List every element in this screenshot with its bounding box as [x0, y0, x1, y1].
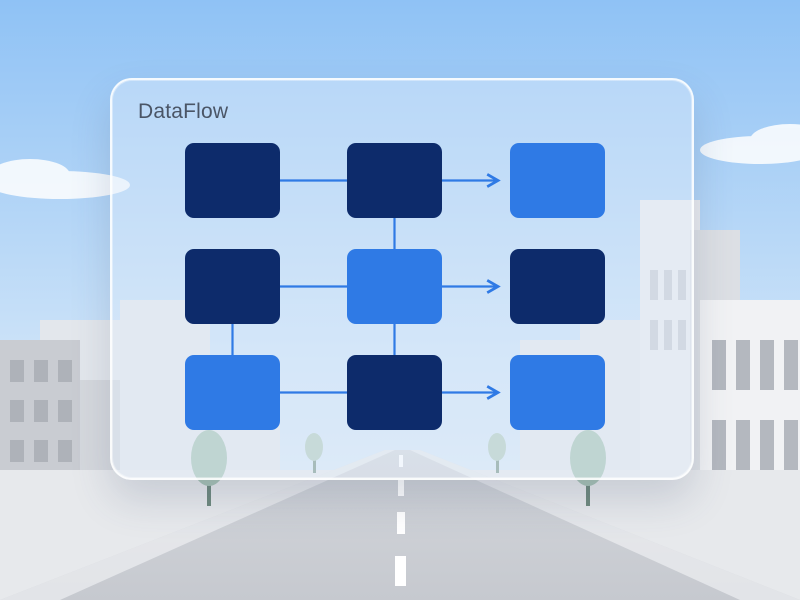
trees — [191, 430, 606, 506]
node-r3c2[interactable] — [347, 355, 442, 430]
node-r3c1[interactable] — [185, 355, 280, 430]
node-r2c1[interactable] — [185, 249, 280, 324]
road-lane-markings — [395, 455, 406, 586]
connectors — [231, 173, 501, 400]
node-r2c2[interactable] — [347, 249, 442, 324]
node-r1c1[interactable] — [185, 143, 280, 218]
node-r3c3[interactable] — [510, 355, 605, 430]
node-r1c3[interactable] — [510, 143, 605, 218]
app-title: DataFlow — [138, 100, 229, 123]
node-r2c3[interactable] — [510, 249, 605, 324]
clouds — [0, 124, 800, 199]
nodes — [185, 143, 605, 430]
node-r1c2[interactable] — [347, 143, 442, 218]
